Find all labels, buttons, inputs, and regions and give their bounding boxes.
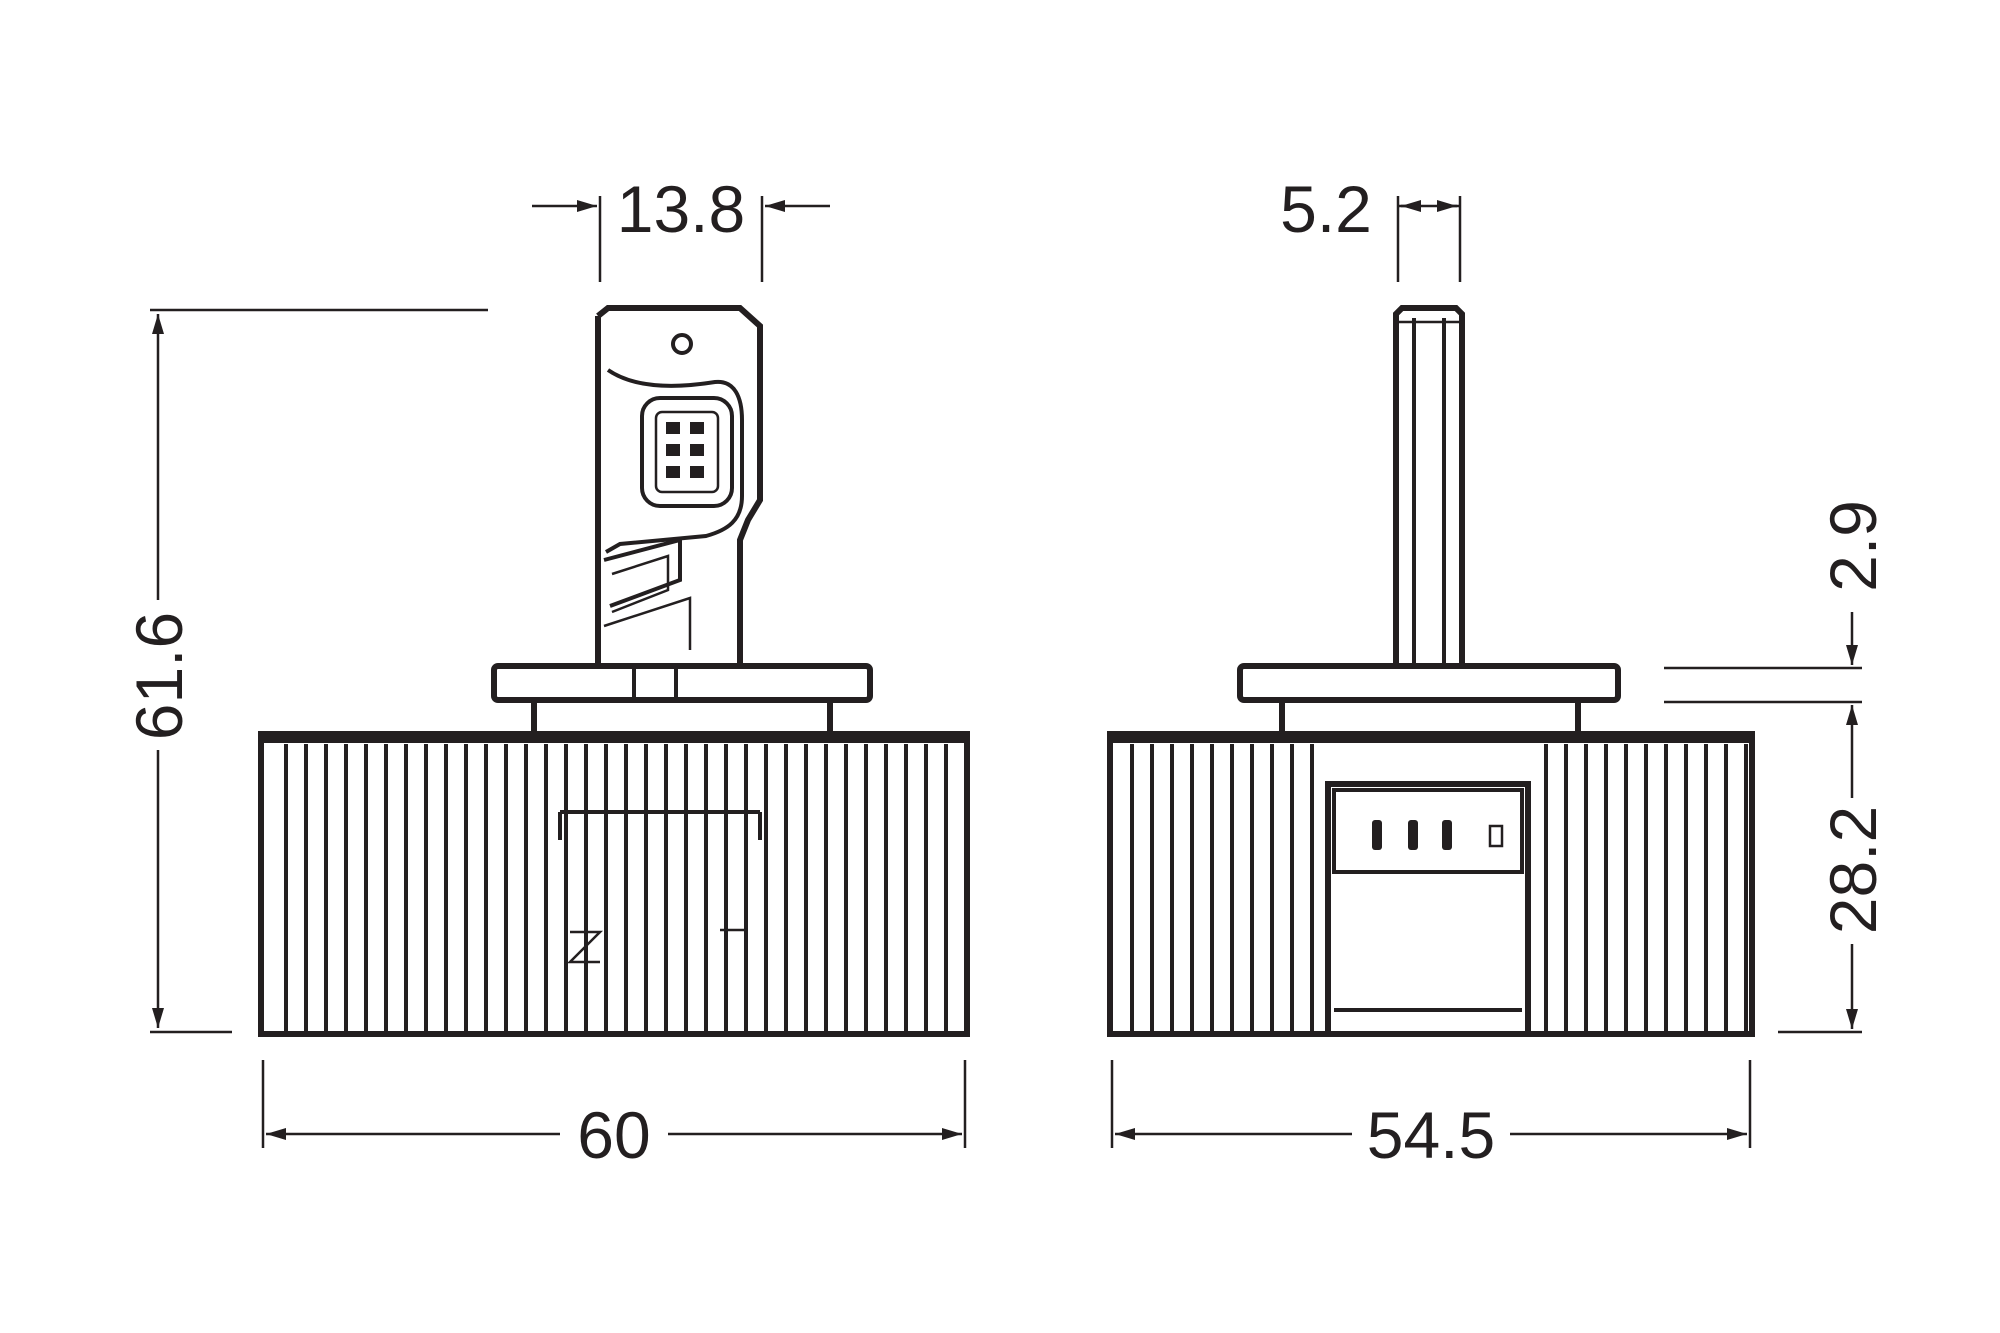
- dim-side-width: 54.5: [1110, 1060, 1752, 1172]
- dim-front-width: 60: [261, 1060, 967, 1172]
- dim-label-13-8: 13.8: [617, 172, 745, 246]
- side-fins: [1130, 744, 1748, 1034]
- connector-socket: [640, 396, 734, 508]
- dim-label-5-2: 5.2: [1280, 172, 1372, 246]
- side-heatsink: [1107, 731, 1755, 1037]
- side-plug: [1325, 781, 1531, 1037]
- side-flange: [1237, 663, 1621, 737]
- plug-terminals: [1372, 820, 1504, 850]
- front-internal-detail: [558, 810, 762, 964]
- dim-front-height: 61.6: [122, 308, 488, 1034]
- side-view: 5.2 2.9 28.2 54.5: [1107, 172, 1890, 1172]
- dim-side-body: 28.2: [1778, 705, 1890, 1034]
- dim-label-28-2: 28.2: [1816, 806, 1890, 934]
- front-connector-housing: [595, 305, 763, 666]
- dim-label-54-5: 54.5: [1367, 1098, 1495, 1172]
- front-flange: [491, 663, 873, 737]
- dim-label-61-6: 61.6: [122, 612, 196, 740]
- front-fins: [284, 744, 948, 1034]
- dim-side-flange: 2.9: [1664, 500, 1890, 704]
- dim-side-pin: 5.2: [1280, 172, 1462, 282]
- dim-front-connector: 13.8: [532, 172, 830, 282]
- connector-hole: [671, 333, 693, 355]
- dim-label-2-9: 2.9: [1816, 500, 1890, 592]
- connector-pins: [666, 422, 704, 478]
- front-heatsink: [258, 731, 970, 1037]
- side-pin: [1393, 305, 1465, 666]
- front-view: 61.6 60 13.8: [122, 172, 970, 1172]
- dim-label-60: 60: [577, 1098, 650, 1172]
